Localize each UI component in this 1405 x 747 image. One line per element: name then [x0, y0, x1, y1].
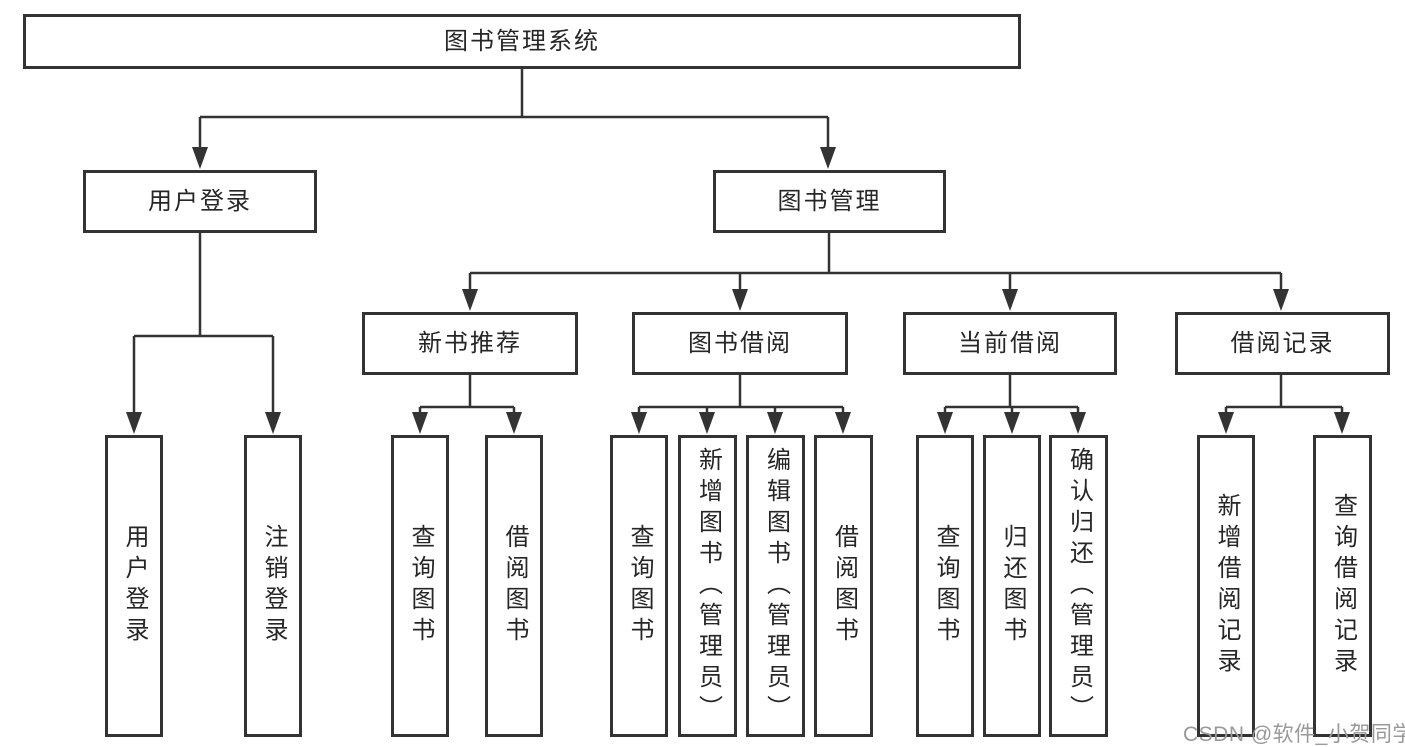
arrowhead-icon — [412, 412, 428, 434]
arrowhead-icon — [1002, 289, 1018, 311]
node-label: 借阅记录 — [1230, 329, 1335, 357]
arrowhead-icon — [699, 412, 715, 434]
node-label: 查询图书 — [932, 524, 959, 648]
node-recommend-query-books: 查询图书 — [391, 435, 449, 737]
arrowhead-icon — [192, 147, 208, 169]
csdn-watermark: CSDN @软件_小贺同学 — [1183, 723, 1405, 746]
arrowhead-icon — [1070, 412, 1086, 434]
node-label: 用户登录 — [121, 524, 148, 648]
node-label: 新增借阅记录 — [1213, 493, 1240, 679]
node-label: 图书借阅 — [688, 329, 792, 357]
node-label: 图书管理系统 — [444, 27, 600, 55]
node-confirm-return-admin: 确认归还（管理员） — [1049, 435, 1108, 737]
node-label: 用户登录 — [148, 187, 252, 215]
node-label: 确认归还（管理员） — [1065, 446, 1093, 726]
node-label: 归还图书 — [999, 524, 1026, 648]
arrowhead-icon — [126, 412, 142, 434]
node-label: 图书管理 — [777, 187, 882, 215]
node-book-management: 图书管理 — [713, 170, 946, 233]
arrowhead-icon — [1334, 412, 1350, 434]
node-add-book-admin: 新增图书（管理员） — [678, 435, 737, 737]
node-query-borrow-record: 查询借阅记录 — [1313, 435, 1372, 737]
node-label: 编辑图书（管理员） — [762, 446, 790, 726]
arrowheads — [126, 147, 1350, 434]
node-user-login: 用户登录 — [83, 170, 317, 233]
node-label: 注销登录 — [260, 524, 287, 648]
node-label: 当前借阅 — [958, 329, 1062, 357]
node-return-book: 归还图书 — [983, 435, 1041, 737]
node-label: 查询借阅记录 — [1329, 493, 1357, 679]
arrowhead-icon — [462, 289, 478, 311]
node-new-book-recommendation: 新书推荐 — [362, 312, 578, 375]
arrowhead-icon — [767, 412, 783, 434]
arrowhead-icon — [1273, 289, 1289, 311]
arrowhead-icon — [1004, 412, 1020, 434]
arrowhead-icon — [937, 412, 953, 434]
node-add-borrow-record: 新增借阅记录 — [1197, 435, 1255, 737]
node-label: 查询图书 — [626, 524, 653, 648]
arrowhead-icon — [265, 412, 281, 434]
node-borrow-books: 借阅图书 — [814, 435, 873, 737]
node-recommend-borrow-books: 借阅图书 — [485, 435, 543, 737]
arrowhead-icon — [1218, 412, 1234, 434]
arrowhead-icon — [820, 147, 836, 169]
node-user-login-leaf: 用户登录 — [105, 435, 163, 737]
node-book-borrowing: 图书借阅 — [632, 312, 848, 375]
arrowhead-icon — [506, 412, 522, 434]
node-label: 新增图书（管理员） — [694, 446, 722, 726]
node-label: 借阅图书 — [830, 524, 858, 648]
arrowhead-icon — [835, 412, 851, 434]
arrowhead-icon — [732, 289, 748, 311]
node-label: 新书推荐 — [418, 329, 522, 357]
node-current-query-books: 查询图书 — [916, 435, 974, 737]
node-edit-book-admin: 编辑图书（管理员） — [746, 435, 805, 737]
node-label: 借阅图书 — [501, 524, 528, 648]
node-borrowing-query-books: 查询图书 — [610, 435, 668, 737]
node-borrowing-records: 借阅记录 — [1175, 312, 1390, 375]
node-logout: 注销登录 — [244, 435, 302, 737]
node-current-borrowing: 当前借阅 — [903, 312, 1117, 375]
arrowhead-icon — [631, 412, 647, 434]
node-label: 查询图书 — [407, 524, 434, 648]
node-library-system: 图书管理系统 — [23, 14, 1021, 69]
